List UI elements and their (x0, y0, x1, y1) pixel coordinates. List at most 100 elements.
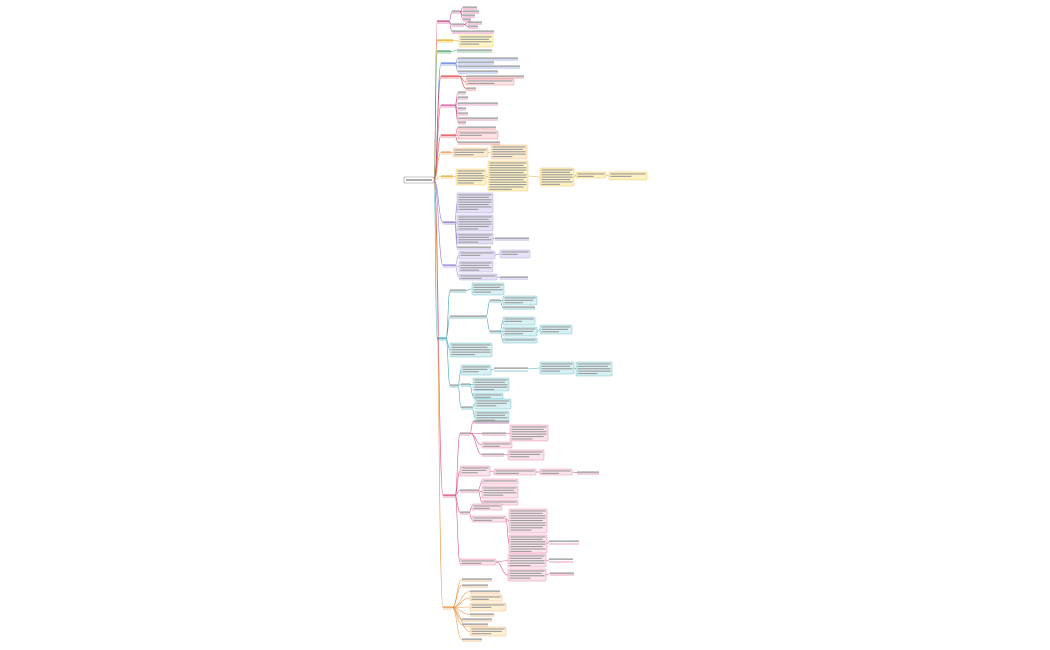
text-line (441, 134, 455, 136)
connector-line (545, 559, 550, 561)
connector-line (454, 265, 460, 278)
branch-label (437, 50, 451, 54)
text-line (458, 57, 518, 59)
mindmap-node (577, 471, 599, 475)
connector-line (477, 490, 483, 503)
mindmap-node (460, 489, 478, 493)
text-line (458, 201, 492, 203)
mindmap-node (468, 25, 478, 29)
mindmap-node (481, 485, 519, 499)
connector-line (545, 573, 551, 576)
text-line (461, 383, 470, 385)
text-line (460, 254, 481, 256)
mindmap-node (460, 364, 492, 376)
mindmap-node (449, 342, 493, 358)
mindmap-node (462, 584, 488, 588)
text-line (489, 179, 524, 181)
text-line (458, 107, 466, 109)
text-line (489, 164, 524, 166)
mindmap-node (457, 246, 491, 250)
text-line (549, 540, 579, 542)
text-line (457, 49, 492, 51)
mindmap-node (458, 260, 494, 273)
mindmap-node (468, 21, 482, 25)
connector-line (536, 329, 541, 332)
mindmap-node (469, 626, 507, 637)
text-line (458, 241, 479, 243)
mindmap-node (494, 367, 528, 372)
text-line (511, 431, 547, 433)
text-line (509, 565, 531, 567)
mindmap-node (502, 316, 536, 326)
text-line (541, 472, 559, 474)
text-line (489, 181, 527, 183)
mindmap-node (487, 160, 529, 192)
text-line (471, 604, 505, 606)
text-line (483, 494, 504, 496)
text-line (457, 175, 485, 177)
connector-line (527, 367, 541, 370)
text-line (473, 420, 509, 422)
text-line (461, 406, 472, 408)
text-line (577, 368, 611, 370)
mindmap-node (550, 572, 574, 576)
mindmap-node (452, 23, 464, 27)
text-line (541, 365, 571, 367)
text-line (441, 104, 455, 106)
text-line (541, 326, 571, 328)
text-line (476, 412, 508, 414)
text-line (541, 183, 561, 185)
text-line (504, 339, 536, 341)
text-line (451, 344, 491, 346)
text-line (451, 349, 491, 351)
text-line (541, 328, 569, 330)
text-line (462, 584, 488, 586)
text-line (460, 275, 496, 277)
text-line (457, 177, 485, 179)
text-line (610, 173, 646, 175)
text-line (504, 302, 524, 304)
branch-label (441, 134, 455, 138)
mindmap-node (459, 465, 491, 477)
connector-line (485, 175, 489, 178)
text-line (459, 132, 497, 134)
text-line (510, 550, 532, 552)
mindmap-node (450, 289, 466, 293)
mindmap-node (452, 147, 489, 158)
text-line (504, 299, 534, 301)
text-line (462, 371, 479, 373)
connector-line (485, 316, 491, 332)
mindmap-node (471, 515, 507, 523)
mindmap-node (457, 49, 492, 53)
text-line (509, 577, 531, 579)
text-line (495, 237, 529, 239)
text-line (451, 346, 488, 348)
mindmap-node (502, 337, 538, 344)
text-line (510, 541, 546, 543)
mindmap-node (509, 424, 549, 442)
text-line (476, 405, 497, 407)
connector-line (452, 176, 457, 178)
text-line (443, 606, 452, 608)
text-line (541, 370, 561, 372)
text-line (437, 50, 451, 52)
connector-line (448, 11, 453, 22)
text-line (500, 276, 528, 278)
text-line (541, 174, 573, 176)
mindmap-node (508, 508, 548, 534)
mindmap-node (539, 167, 575, 187)
node-box (493, 468, 537, 476)
connector-line (471, 407, 476, 418)
mindmap-node (455, 168, 487, 186)
text-line (577, 175, 594, 177)
text-line (452, 30, 494, 32)
text-line (473, 507, 490, 509)
connector-line (468, 512, 473, 520)
mindmap-node (462, 618, 492, 622)
mindmap-node (482, 432, 506, 436)
text-line (577, 373, 598, 375)
mindmap-node (458, 70, 498, 74)
branch-label (441, 75, 459, 79)
text-line (509, 572, 542, 574)
